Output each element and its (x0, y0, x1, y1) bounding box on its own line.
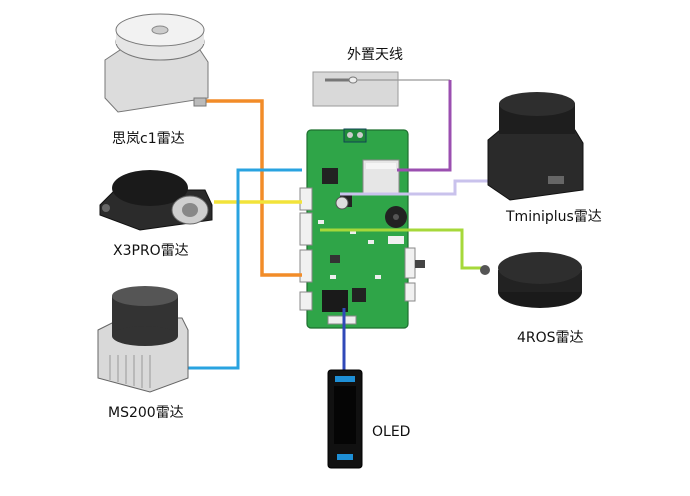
external-antenna (312, 71, 450, 107)
wire-antenna (397, 80, 452, 172)
label-lidar-tminiplus: Tminiplus雷达 (506, 209, 602, 225)
lidar-tminiplus (487, 92, 584, 201)
oled-display (327, 369, 363, 469)
lidar-x3pro (99, 170, 213, 231)
lidar-4ros (480, 252, 582, 308)
label-antenna: 外置天线 (347, 47, 403, 63)
label-lidar-4ros: 4ROS雷达 (517, 330, 584, 346)
wire-ms200 (180, 168, 302, 370)
label-oled: OLED (372, 424, 411, 440)
wire-4ros (320, 228, 486, 270)
wire-c1 (205, 99, 302, 277)
label-lidar-x3pro: X3PRO雷达 (113, 243, 189, 259)
label-lidar-ms200: MS200雷达 (108, 405, 184, 421)
lidar-c1 (104, 13, 209, 113)
label-lidar-c1: 思岚c1雷达 (112, 131, 185, 147)
lidar-ms200 (97, 286, 189, 393)
